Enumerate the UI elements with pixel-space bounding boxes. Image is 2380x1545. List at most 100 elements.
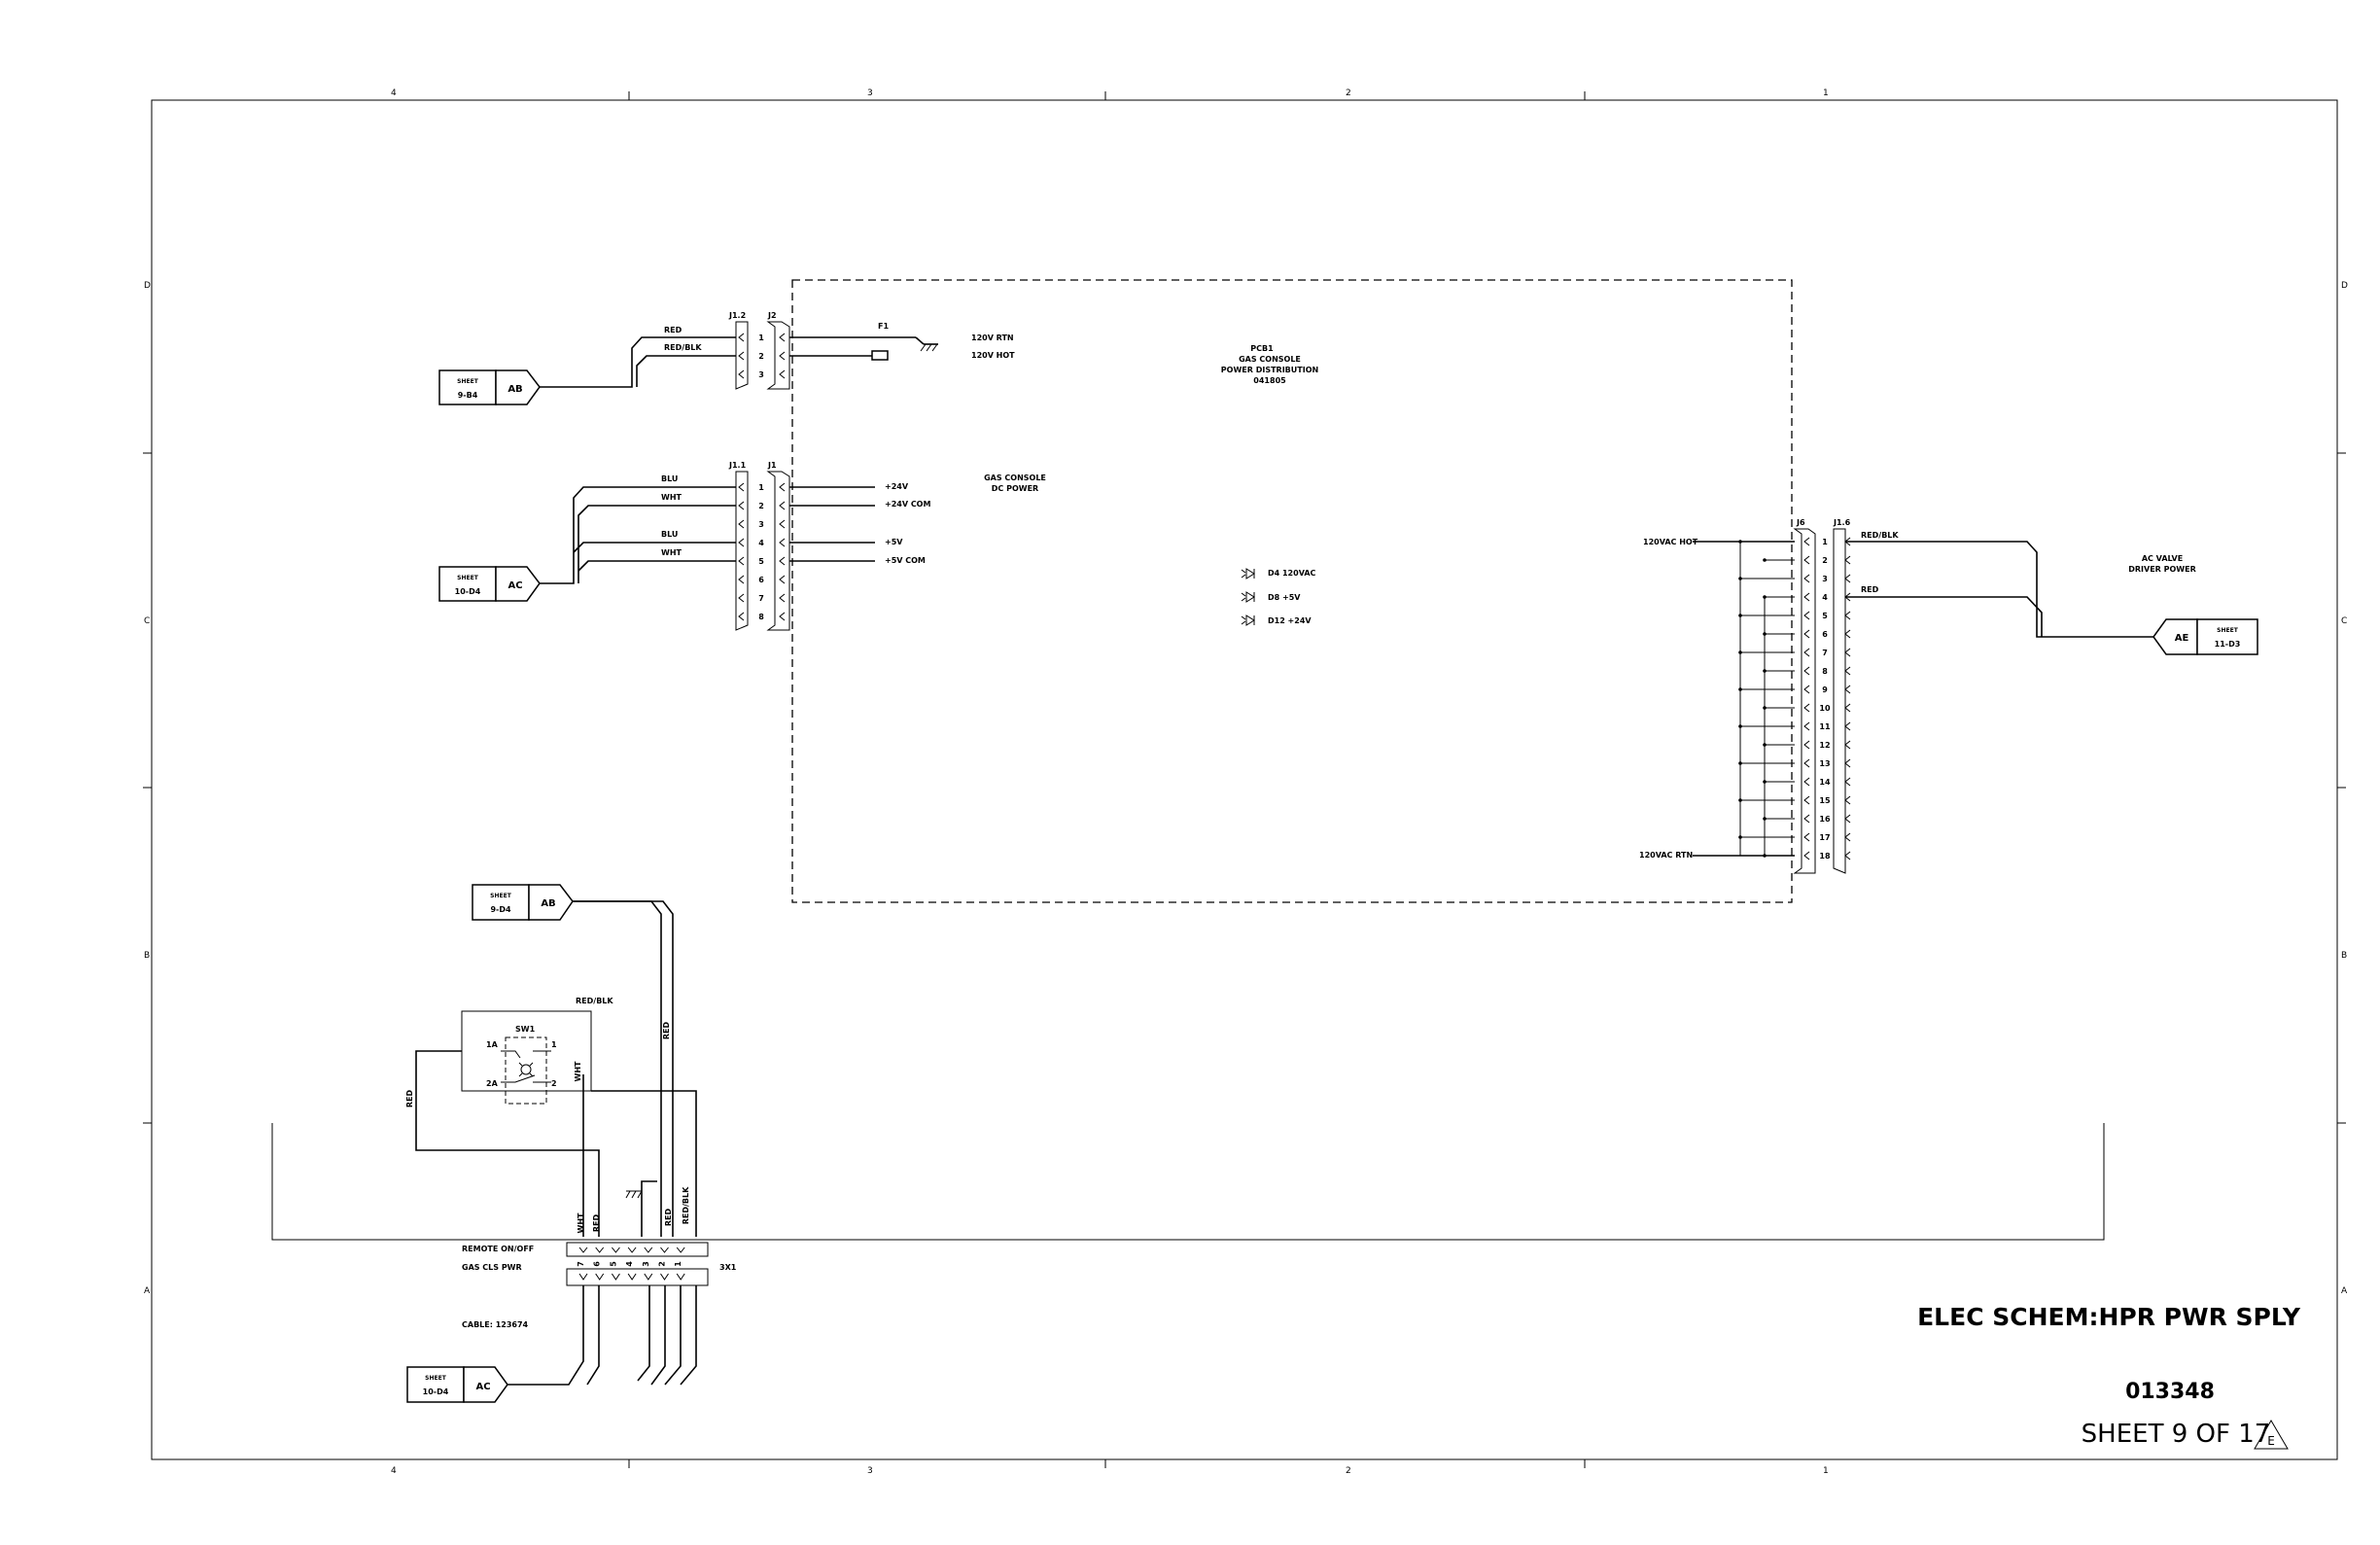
j6-contact-left [1803,574,1810,583]
pcb1-name: PCB1 [1250,344,1274,353]
led-d8-label: D8 +5V [1268,593,1301,602]
j16-wire-label-redblk: RED/BLK [1861,531,1899,540]
j6-signal-rtn: 120VAC RTN [1639,851,1693,860]
j6-contact-left [1803,685,1810,694]
ac-valve-line1: AC VALVE [2142,554,2183,563]
wire-redblk-ae [1845,541,2153,638]
j1-contact-right [779,593,786,603]
x3-pin-5: 5 [609,1261,617,1267]
j1-contact-left [738,612,745,621]
j2-pin-1: 1 [758,334,764,342]
zone-row-left-d: D [144,281,151,291]
wire-label-red-ab: RED [662,1022,671,1040]
wire-label-wht-sw: WHT [574,1061,582,1082]
j6-contact-left [1803,777,1810,787]
pin2-wire-label: RED [664,1209,673,1227]
x3-plug-top [566,1242,709,1257]
x3-plug-bottom [566,1268,709,1286]
j6-contact-left [1803,758,1810,768]
j6-contact-right [1844,740,1851,750]
j1-pin-3: 3 [758,520,764,529]
j6-contact-left [1803,721,1810,731]
j16-housing [1833,528,1846,874]
j6-contact-left [1803,537,1810,546]
x3-pin-2: 2 [658,1261,667,1267]
x3-contact-top [627,1247,637,1253]
pcb1-line1: GAS CONSOLE [1239,355,1301,364]
offpage-ac-low: SHEET 10-D4 AC [406,1366,508,1403]
sw1-pin-1: 1 [551,1040,557,1049]
j6-pin-4: 4 [1822,593,1828,602]
j1-contact-left [738,575,745,584]
j2-contact-right [779,333,786,342]
ac-valve-line2: DRIVER POWER [2128,565,2196,574]
j6-contact-left [1803,740,1810,750]
pin7-wire-label: WHT [577,1212,585,1234]
j12-housing [735,321,749,390]
j6-pin-2: 2 [1822,556,1828,565]
j6-contact-right [1844,611,1851,620]
j6-contact-right [1844,629,1851,639]
zone-row-left-c: C [144,616,150,626]
wire-label-redblk: RED/BLK [664,343,702,352]
x3-contact-bottom [578,1273,588,1281]
j6-pin-14: 14 [1819,778,1831,787]
j1-signal-24v: +24V [885,482,909,491]
j16-label: J1.6 [1833,518,1851,527]
offpage-ac-mid-tag: AC [508,580,522,591]
j1-signal-5v: +5V [885,538,903,546]
j6-contact-left [1803,592,1810,602]
j6-contact-right [1844,795,1851,805]
x3-contact-top [660,1247,669,1253]
j6-pin-3: 3 [1822,575,1828,583]
j16-wire-label-red: RED [1861,585,1879,594]
x3-pin-6: 6 [593,1261,602,1267]
j6-contact-right [1844,758,1851,768]
wire-label-redblk-sw: RED/BLK [576,997,613,1005]
j6-pin-5: 5 [1822,612,1828,620]
offpage-ac-mid-sheet: SHEET [457,575,479,581]
x3-contact-bottom [611,1273,620,1281]
j1-label: J1 [767,461,777,470]
fuse-label: F1 [878,322,889,331]
enclosure-bracket [271,1123,2105,1241]
sheet-number: SHEET 9 OF 17 [2082,1420,2271,1449]
wire-redblk-ab [636,355,736,387]
offpage-ab-top-sheet: SHEET [457,378,479,385]
x3-pin-3: 3 [642,1261,650,1267]
j1-contact-right [779,482,786,492]
j2-pin-2: 2 [758,352,764,361]
x3-contact-top [578,1247,588,1253]
j6-contact-left [1803,629,1810,639]
j12-label: J1.2 [728,311,746,320]
j6-pin-17: 17 [1819,833,1830,842]
led-indicators: D4 120VAC D8 +5V D12 +24V [1241,568,1316,626]
x3-contact-bottom [660,1273,669,1281]
j1-contact-right [779,501,786,510]
j1-pin-6: 6 [758,576,764,584]
offpage-ab-top: SHEET 9-B4 AB [438,369,541,405]
j1-pin-4: 4 [758,539,764,547]
zone-row-left-b: B [144,951,150,961]
offpage-ac-mid-ref: 10-D4 [455,587,481,596]
j1-pin-2: 2 [758,502,764,510]
offpage-ab-top-ref: 9-B4 [458,391,478,400]
x3-contact-bottom [676,1273,685,1281]
wire-label-red: RED [664,326,682,334]
j6-pin-10: 10 [1819,704,1831,713]
zone-col-top-4: 4 [391,88,397,98]
zone-markers: 4 3 2 1 4 3 2 1 D C B A D C B A [143,88,2348,1476]
j6-contact-right [1844,832,1851,842]
j6-pin-16: 16 [1819,815,1831,824]
zone-row-right-b: B [2341,951,2347,961]
j6-contact-right [1844,851,1851,860]
zone-col-bottom-2: 2 [1346,1466,1351,1476]
j6-contact-left [1803,795,1810,805]
offpage-ae-right: SHEET 11-D3 AE [2152,618,2258,655]
drawing-border [151,99,2338,1460]
sw1-label: SW1 [515,1025,536,1034]
x3-contact-bottom [644,1273,653,1281]
j6-contact-right [1844,777,1851,787]
